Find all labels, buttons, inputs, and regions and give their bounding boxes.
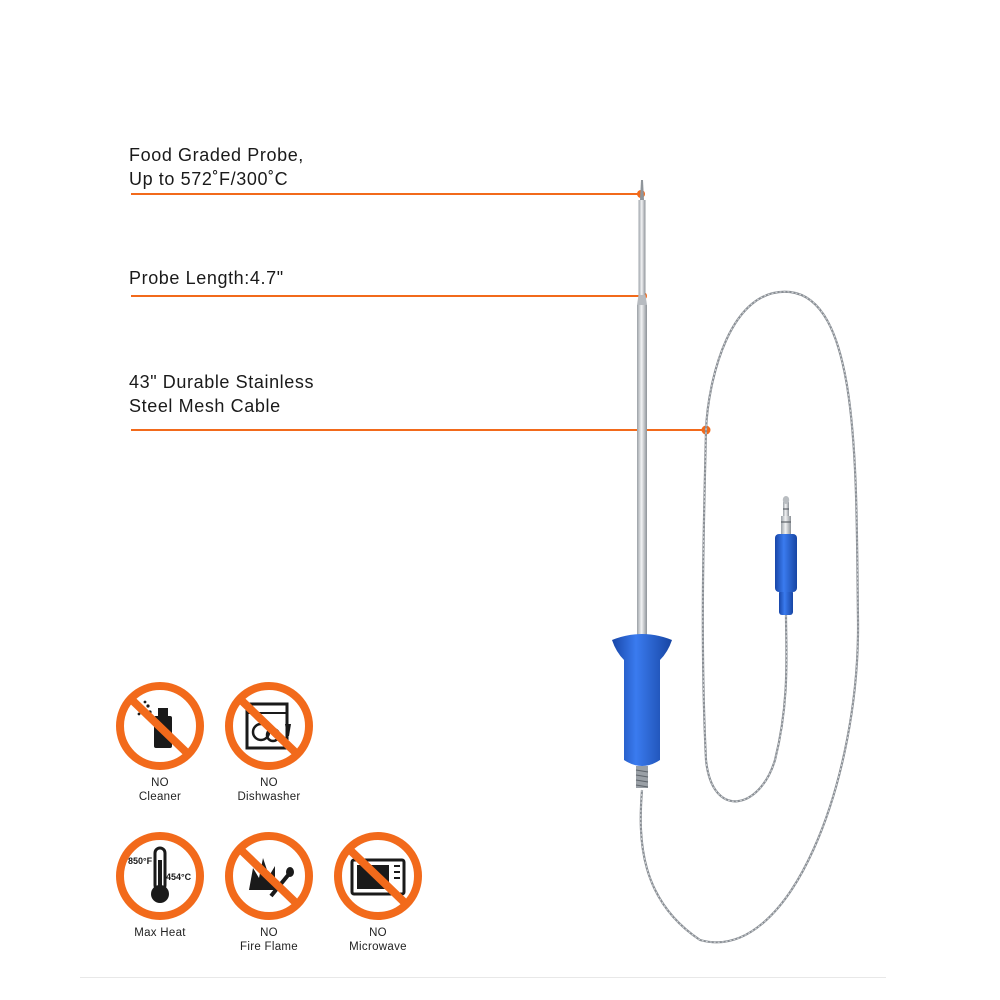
no-cleaner-icon — [116, 682, 204, 770]
warning-label-cleaner: NO Cleaner — [138, 777, 182, 803]
warning-label-max-heat: Max Heat — [134, 927, 186, 939]
warning-no-dishwasher: NO Dishwasher — [214, 680, 324, 804]
svg-text:454°C: 454°C — [166, 872, 192, 882]
max-heat-icon: 850°F 454°C — [116, 832, 204, 920]
warning-label-fire-flame: NO Fire Flame — [240, 927, 298, 953]
callout-food-graded: Food Graded Probe, Up to 572˚F/300˚C — [129, 145, 304, 189]
probe-handle — [612, 634, 672, 788]
callout-probe-length: Probe Length:4.7" — [129, 268, 284, 288]
warning-no-microwave: NO Microwave — [323, 830, 433, 954]
warning-label-microwave: NO Microwave — [349, 927, 407, 953]
warning-no-cleaner: NO Cleaner — [105, 680, 215, 804]
no-dishwasher-icon — [225, 682, 313, 770]
no-microwave-icon — [334, 832, 422, 920]
svg-text:850°F: 850°F — [128, 856, 153, 866]
mesh-cable — [639, 290, 860, 944]
audio-jack-connector — [775, 496, 797, 615]
warning-no-fire-flame: NO Fire Flame — [214, 830, 324, 954]
bottom-divider — [80, 977, 886, 978]
warning-max-heat: 850°F 454°C Max Heat — [105, 830, 215, 940]
callout-mesh-cable: 43" Durable Stainless Steel Mesh Cable — [129, 372, 315, 416]
probe-shaft — [637, 180, 647, 640]
warning-label-dishwasher: NO Dishwasher — [237, 777, 301, 803]
no-fire-flame-icon — [225, 832, 313, 920]
